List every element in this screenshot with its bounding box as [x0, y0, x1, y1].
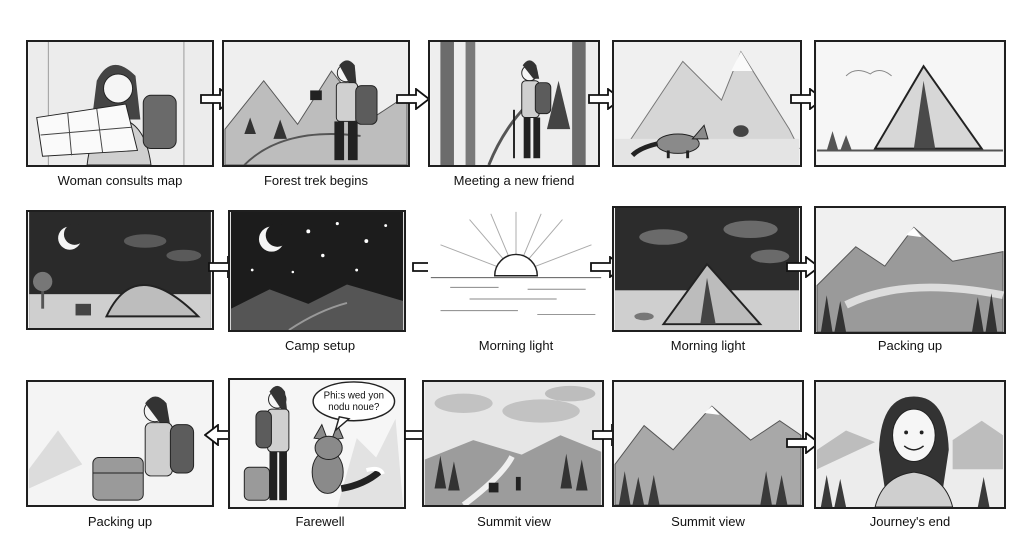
panel-night-camp	[26, 210, 214, 330]
starry-night-illustration	[230, 212, 404, 330]
panel-caption: Summit view	[671, 514, 745, 529]
panel-summit-path	[422, 380, 604, 507]
panel-starry-night	[228, 210, 406, 332]
tent-pitch-illustration	[817, 42, 1003, 165]
new-friend-illustration	[430, 42, 598, 165]
panel-caption: Morning light	[478, 338, 554, 353]
panel-woman-map	[26, 40, 214, 167]
panel-tent-pitch	[814, 40, 1006, 167]
panel-sunrise	[428, 206, 604, 330]
panel-fox-encounter	[612, 40, 802, 167]
speech-bubble-line-2: nodu noue?	[328, 402, 380, 413]
speech-bubble-line-1: Phi:s wed yon	[324, 390, 384, 401]
panel-mountain-range	[612, 380, 804, 507]
summit-path-illustration	[424, 382, 602, 505]
sunrise-illustration	[430, 208, 602, 328]
packing-illustration	[28, 382, 212, 505]
woman-map-illustration	[28, 42, 212, 165]
panel-caption: Woman consults map	[57, 173, 183, 188]
flow-arrow-icon	[786, 256, 820, 278]
panel-caption: Packing up	[877, 338, 943, 353]
panel-caption: Journey's end	[869, 514, 951, 529]
panel-caption: Camp setup	[284, 338, 356, 353]
farewell-illustration: Phi:s wed yon nodu noue?	[230, 380, 404, 507]
journey-end-illustration	[816, 382, 1004, 507]
panel-caption: Packing up	[87, 514, 153, 529]
panel-packing	[26, 380, 214, 507]
panel-dawn-tent	[612, 206, 802, 332]
panel-caption: Meeting a new friend	[453, 173, 575, 188]
forest-trek-illustration	[224, 42, 408, 165]
panel-forest-trek	[222, 40, 410, 167]
panel-new-friend	[428, 40, 600, 167]
panel-mountain-lake	[814, 206, 1006, 334]
panel-caption: Morning light	[670, 338, 746, 353]
panel-farewell: Phi:s wed yon nodu noue?	[228, 378, 406, 509]
fox-encounter-illustration	[614, 42, 800, 165]
panel-caption: Farewell	[295, 514, 345, 529]
night-camp-illustration	[29, 212, 211, 328]
mountain-range-illustration	[614, 382, 802, 505]
mountain-lake-illustration	[816, 208, 1004, 332]
flow-arrow-icon	[786, 432, 820, 454]
flow-arrow-icon	[396, 88, 430, 110]
dawn-tent-illustration	[615, 208, 799, 330]
panel-caption: Summit view	[477, 514, 551, 529]
panel-caption: Forest trek begins	[263, 173, 369, 188]
panel-journey-end	[814, 380, 1006, 509]
